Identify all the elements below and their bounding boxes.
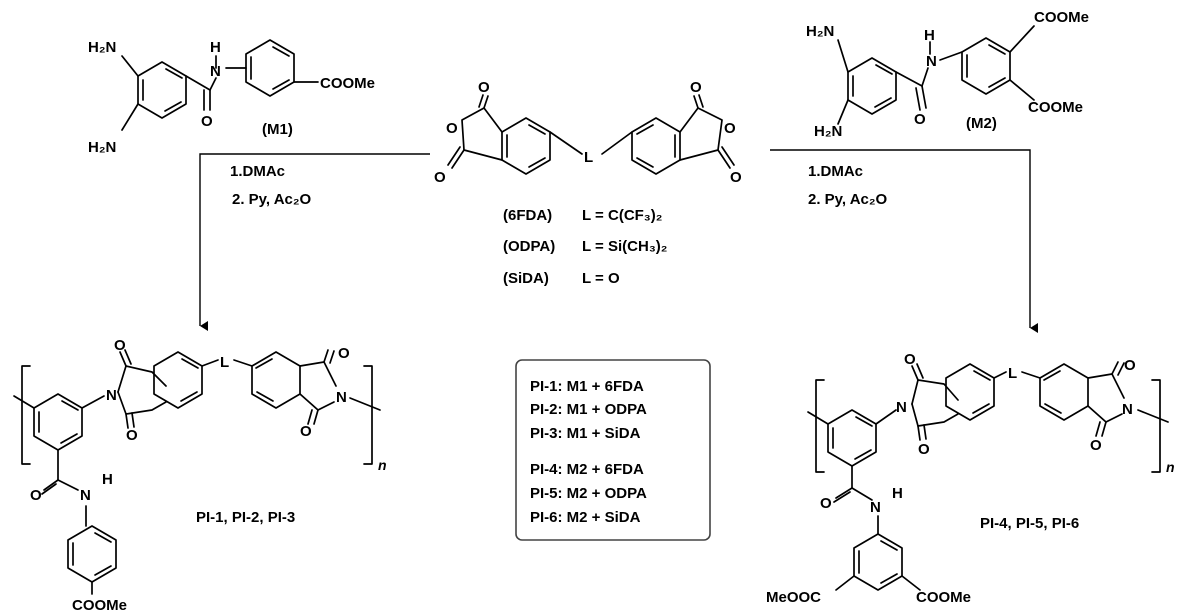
polymer-right-ester-right: COOMe bbox=[916, 589, 971, 606]
dianhydride-bonds bbox=[447, 94, 735, 175]
polymer-right-o-4: O bbox=[1090, 437, 1102, 454]
m1-amide-h: H bbox=[210, 39, 221, 56]
polymer-right-imide-n-2: N bbox=[1122, 401, 1133, 418]
legend-item-pi-5: PI-5: M2 + ODPA bbox=[530, 485, 647, 502]
legend-item-pi-6: PI-6: M2 + SiDA bbox=[530, 509, 641, 526]
dianhydride-o-1: O bbox=[478, 79, 490, 96]
polymer-left-imide-n-1: N bbox=[106, 387, 117, 404]
m1-amine-bottom: H₂N bbox=[88, 139, 116, 156]
polymer-left-ester: COOMe bbox=[72, 597, 127, 614]
left-condition-1: 1.DMAc bbox=[230, 163, 285, 180]
m2-ester-top: COOMe bbox=[1034, 9, 1089, 26]
legend-item-pi-2: PI-2: M1 + ODPA bbox=[530, 401, 647, 418]
right-condition-2: 2. Py, Ac₂O bbox=[808, 191, 888, 208]
variant-6fda-formula: L = C(CF₃)₂ bbox=[582, 207, 662, 224]
polymer-left-o-2: O bbox=[126, 427, 138, 444]
polymer-left-amide-n: N bbox=[80, 487, 91, 504]
m1-amide-n: N bbox=[210, 63, 221, 80]
polymer-right-amide-h: H bbox=[892, 485, 903, 502]
m1-amine-top: H₂N bbox=[88, 39, 116, 56]
polymer-right-linker: L bbox=[1008, 365, 1017, 382]
m2-name: (M2) bbox=[966, 115, 997, 132]
m2-amide-o: O bbox=[914, 111, 926, 128]
variant-sida-formula: L = O bbox=[582, 270, 620, 287]
polymer-left-bonds bbox=[13, 349, 381, 595]
polymer-left-label: PI-1, PI-2, PI-3 bbox=[196, 509, 295, 526]
variant-6fda-name: (6FDA) bbox=[503, 207, 552, 224]
polymer-left-imide-n-2: N bbox=[336, 389, 347, 406]
polymer-right-repeat-n: n bbox=[1166, 459, 1175, 475]
monomer-m2: H₂N H₂N H N O COOMe COOMe (M2) bbox=[806, 9, 1089, 140]
m1-bonds bbox=[121, 39, 319, 131]
polymer-left-linker: L bbox=[220, 354, 229, 371]
legend-box bbox=[515, 359, 711, 541]
polymer-left: N O O L O N O n O N H COOMe PI-1, PI-2, … bbox=[13, 337, 387, 614]
m2-amide-h: H bbox=[924, 27, 935, 44]
dianhydride-o-3: O bbox=[434, 169, 446, 186]
right-condition-1: 1.DMAc bbox=[808, 163, 863, 180]
variant-odpa-name: (ODPA) bbox=[503, 238, 555, 255]
m1-name: (M1) bbox=[262, 121, 293, 138]
left-condition-2: 2. Py, Ac₂O bbox=[232, 191, 312, 208]
legend-item-pi-1: PI-1: M1 + 6FDA bbox=[530, 378, 644, 395]
polymer-right-label: PI-4, PI-5, PI-6 bbox=[980, 515, 1079, 532]
m2-amide-n: N bbox=[926, 53, 937, 70]
polymer-right-o-3: O bbox=[1124, 357, 1136, 374]
m2-ester-bottom: COOMe bbox=[1028, 99, 1083, 116]
polymer-right-o-1: O bbox=[904, 351, 916, 368]
polymer-left-repeat-n: n bbox=[378, 457, 387, 473]
monomer-m1: H₂N H₂N H N O COOMe (M1) bbox=[88, 39, 375, 156]
polymer-left-o-1: O bbox=[114, 337, 126, 354]
dianhydride-o-2: O bbox=[446, 120, 458, 137]
polymer-left-amide-h: H bbox=[102, 471, 113, 488]
polymer-right-amide-n: N bbox=[870, 499, 881, 516]
right-reaction-arrow: 1.DMAc 2. Py, Ac₂O bbox=[770, 149, 1038, 333]
legend-item-pi-4: PI-4: M2 + 6FDA bbox=[530, 461, 644, 478]
dianhydride-o-4: O bbox=[690, 79, 702, 96]
dianhydride-o-6: O bbox=[730, 169, 742, 186]
polymer-left-o-4: O bbox=[300, 423, 312, 440]
polymer-right-bonds bbox=[807, 361, 1169, 591]
polymer-right-o-2: O bbox=[918, 441, 930, 458]
dianhydride: O O O L O O O (6FDA) L = C(CF₃)₂ (ODPA) … bbox=[434, 79, 742, 287]
variant-odpa-formula: L = Si(CH₃)₂ bbox=[582, 238, 667, 255]
m1-amide-o: O bbox=[201, 113, 213, 130]
variant-sida-name: (SiDA) bbox=[503, 270, 549, 287]
polymer-right: N O O L O N O n O N H MeOOC COOMe PI-4, … bbox=[766, 351, 1175, 606]
polymer-right-imide-n-1: N bbox=[896, 399, 907, 416]
dianhydride-o-5: O bbox=[724, 120, 736, 137]
m2-amine-top: H₂N bbox=[806, 23, 834, 40]
polymer-right-ester-left: MeOOC bbox=[766, 589, 821, 606]
m2-amine-bottom: H₂N bbox=[814, 123, 842, 140]
m1-ester: COOMe bbox=[320, 75, 375, 92]
polymer-legend: PI-1: M1 + 6FDA PI-2: M1 + ODPA PI-3: M1… bbox=[515, 359, 711, 541]
m2-bonds bbox=[837, 25, 1035, 125]
legend-item-pi-3: PI-3: M1 + SiDA bbox=[530, 425, 641, 442]
polymer-right-amide-o: O bbox=[820, 495, 832, 512]
polymer-left-amide-o: O bbox=[30, 487, 42, 504]
polymer-left-o-3: O bbox=[338, 345, 350, 362]
dianhydride-linker: L bbox=[584, 149, 593, 166]
left-reaction-arrow: 1.DMAc 2. Py, Ac₂O bbox=[199, 153, 430, 331]
